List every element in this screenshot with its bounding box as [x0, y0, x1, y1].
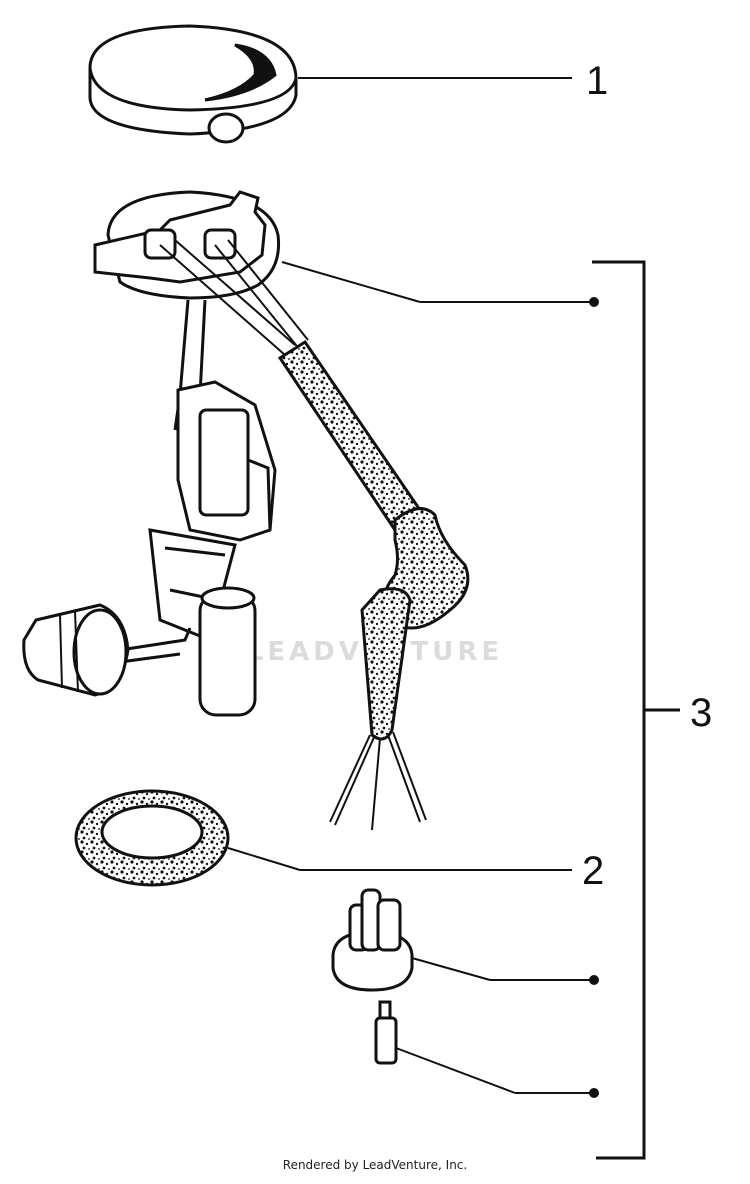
- part-terminal-pin: [374, 1000, 398, 1065]
- bracket-3: [592, 260, 680, 1160]
- leader-line-connector: [411, 957, 592, 981]
- callout-1: 1: [586, 59, 608, 103]
- footer-credit: Rendered by LeadVenture, Inc.: [282, 1158, 468, 1172]
- part-1-cap: [88, 24, 298, 144]
- dot-marker: [589, 975, 599, 985]
- leader-line-3a: [281, 261, 592, 303]
- callout-2: 2: [582, 849, 604, 893]
- leader-line-terminal: [395, 1047, 592, 1094]
- wire-harness: [159, 239, 470, 831]
- callout-3: 3: [690, 691, 712, 735]
- leader-line-2: [227, 847, 572, 871]
- dot-marker: [589, 1088, 599, 1098]
- dot-marker: [589, 297, 599, 307]
- part-3-sender-assembly: [22, 190, 281, 717]
- part-2-gasket: [74, 789, 230, 887]
- part-connector: [331, 888, 414, 992]
